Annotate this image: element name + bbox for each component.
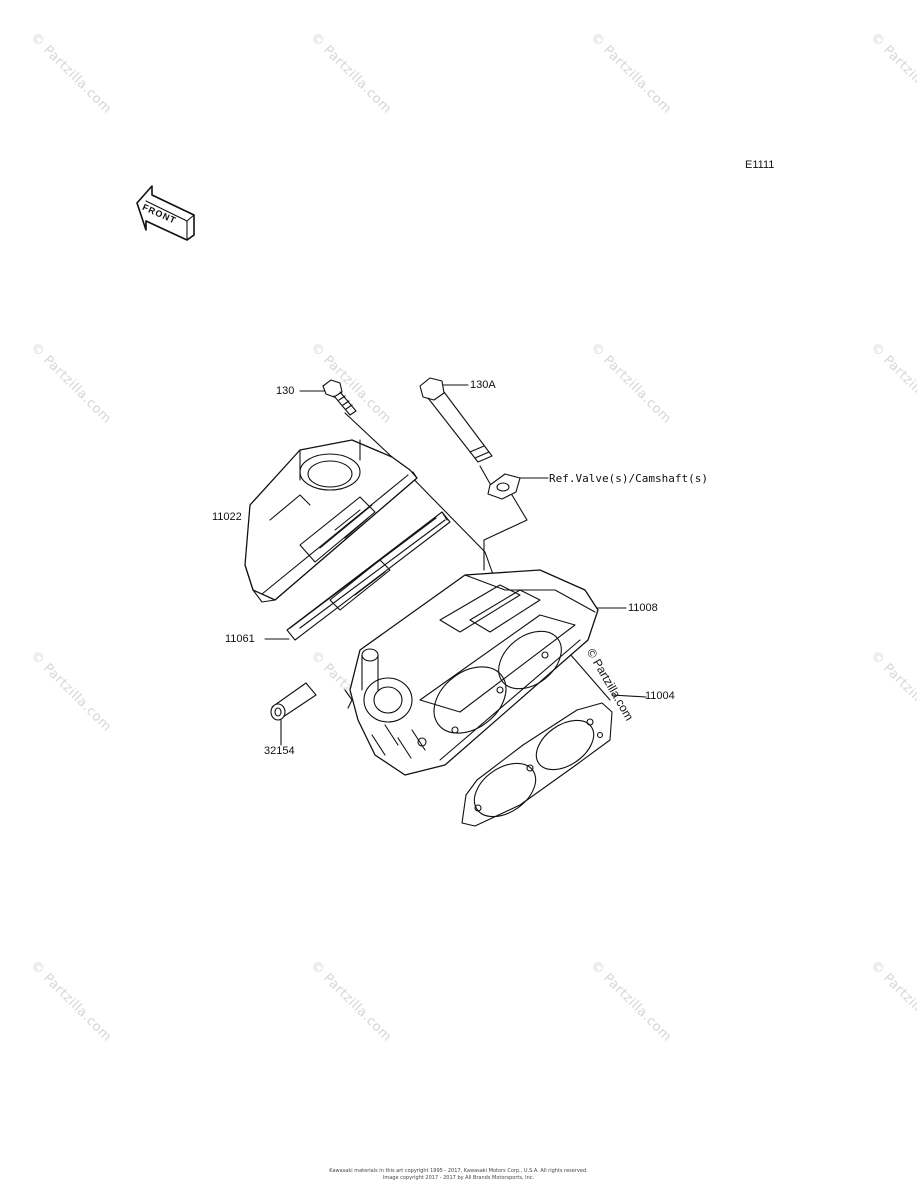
part-label-11004: 11004 [645,690,675,702]
bolt-130 [322,379,357,416]
front-arrow-icon [136,185,195,241]
part-label-11008: 11008 [628,602,658,614]
copyright-line-2: Image copyright 2017 - 2017 by All Brand… [382,1175,535,1181]
part-label-130: 130 [276,385,295,397]
gasket-11061 [286,511,451,641]
camshaft-bracket [487,473,521,500]
part-label-130a: 130A [470,379,496,391]
diagram-code: E1111 [745,159,775,171]
head-cover-11022 [244,439,418,603]
pipe-32154 [270,682,317,721]
copyright-line-1: Kawasaki materials in this art copyright… [329,1168,588,1174]
part-label-11061: 11061 [225,633,255,645]
head-gasket-11004 [461,702,613,827]
bolt-130a [419,377,493,463]
part-label-32154: 32154 [264,745,295,757]
part-label-11022: 11022 [212,511,242,523]
cylinder-head-11008 [344,569,599,776]
leader-lines [251,384,647,746]
ref-valve-label: Ref.Valve(s)/Camshaft(s) [549,472,708,485]
